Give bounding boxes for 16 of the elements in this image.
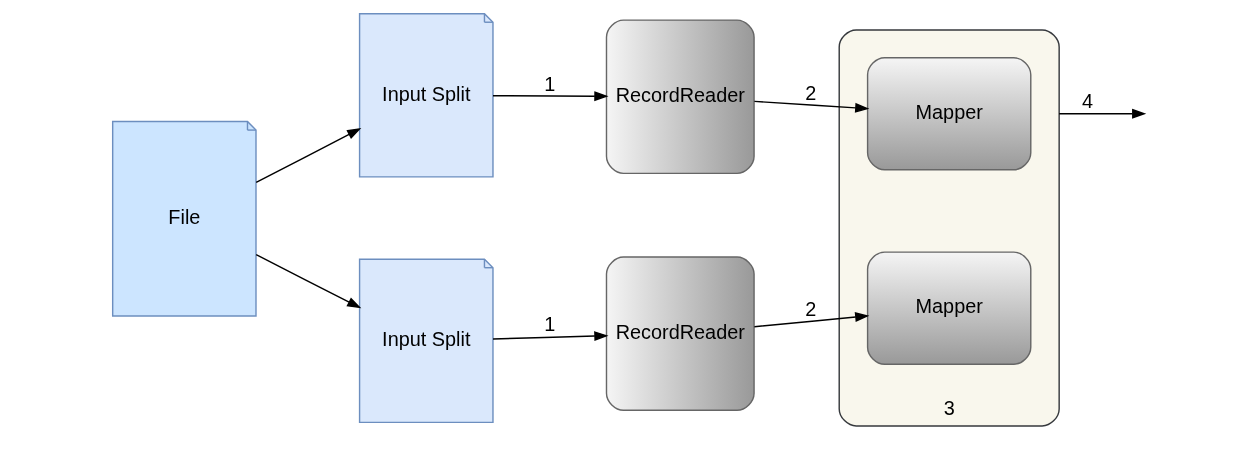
- arrow: [491, 331, 608, 342]
- arrow: [753, 100, 869, 113]
- arrow: [1057, 108, 1146, 119]
- node-box: RecordReader: [605, 19, 755, 175]
- arrow: [491, 91, 608, 102]
- node-box: Mapper: [866, 57, 1031, 171]
- arrow: [753, 312, 869, 328]
- node-box: Mapper: [866, 251, 1031, 365]
- edge-label: 2: [804, 297, 816, 320]
- edge-label: 4: [1081, 90, 1093, 113]
- edge-label: 1: [543, 313, 555, 336]
- arrow: [255, 128, 361, 184]
- node-box: RecordReader: [605, 256, 755, 412]
- edge-label: 2: [804, 81, 816, 104]
- arrow: [255, 254, 361, 309]
- edge-label: 1: [543, 73, 555, 96]
